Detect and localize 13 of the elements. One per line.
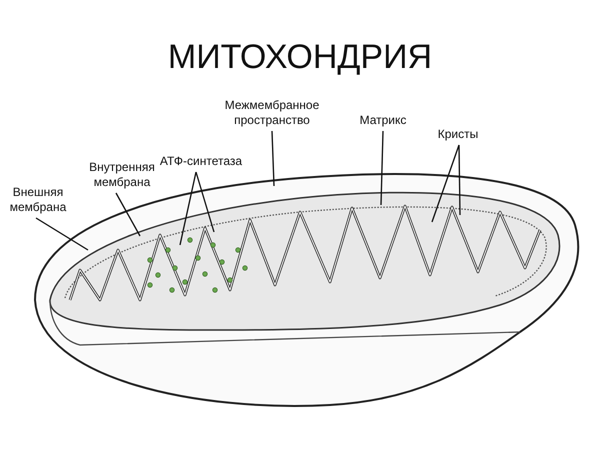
title: МИТОХОНДРИЯ: [168, 38, 432, 77]
part-label: Матрикс: [352, 113, 414, 128]
leader-line: [431, 144, 460, 222]
leader-line: [115, 192, 141, 236]
leader-line: [271, 130, 275, 186]
leader-line: [380, 130, 384, 206]
leader-line: [179, 172, 197, 246]
leader-line: [458, 145, 461, 215]
leader-line: [195, 172, 215, 232]
part-label: Межмембранное пространство: [222, 98, 322, 128]
part-label: Внешняя мембрана: [8, 185, 68, 215]
leader-line: [36, 217, 88, 251]
part-label: Кристы: [430, 127, 486, 142]
